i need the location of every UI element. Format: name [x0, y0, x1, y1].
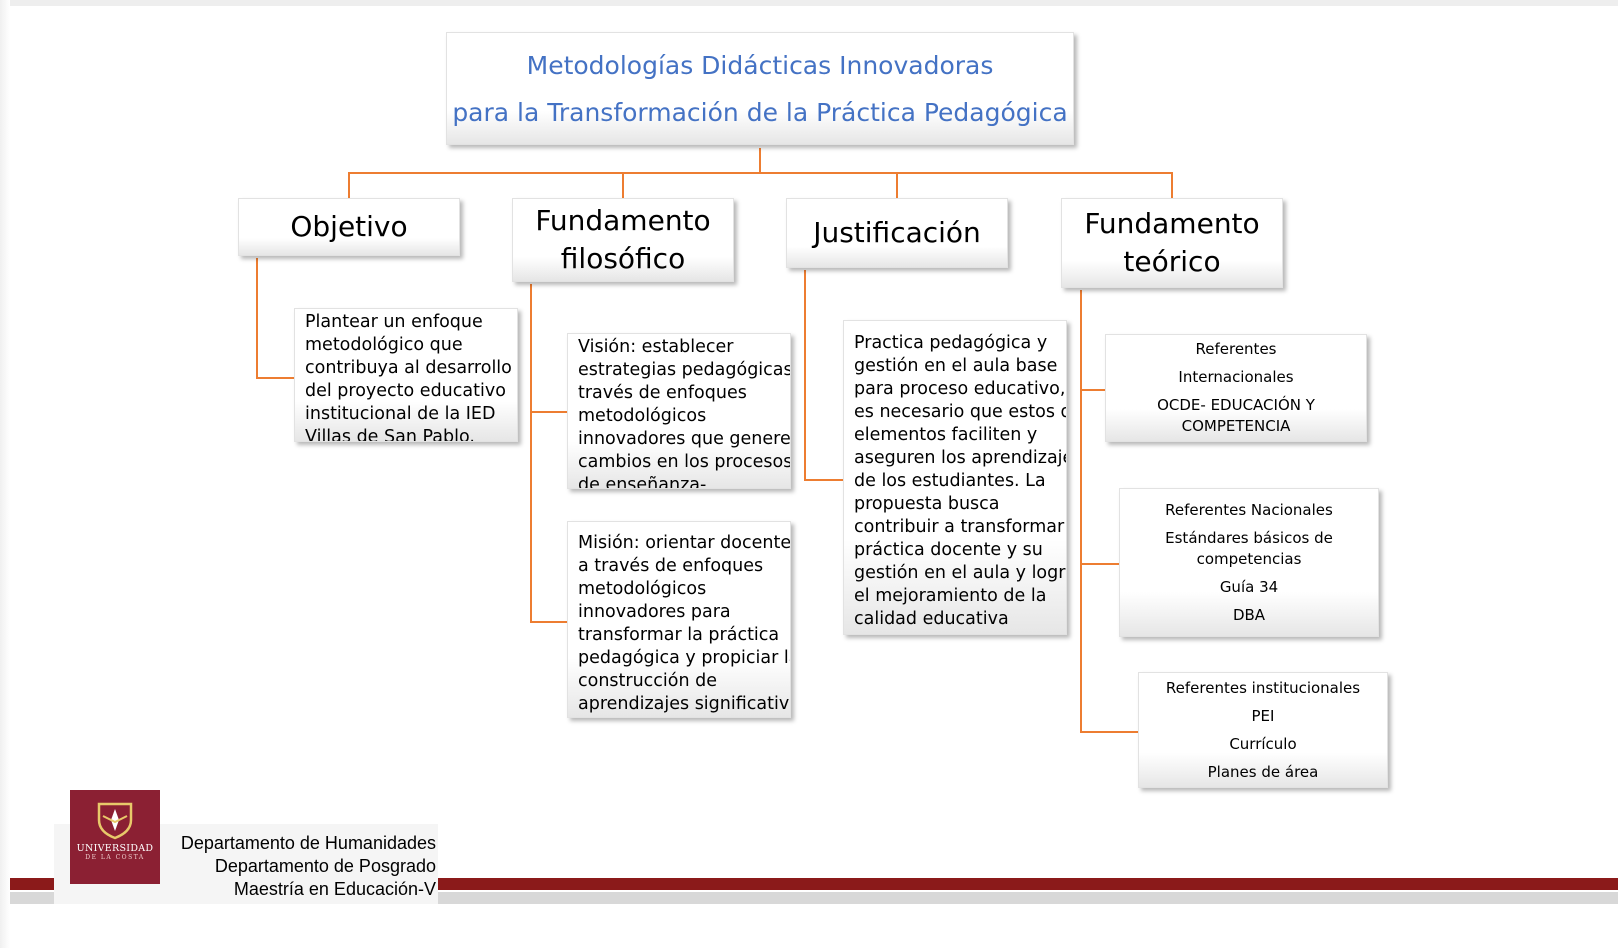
text-line: Internacionales	[1178, 368, 1294, 386]
heading-line: Objetivo	[290, 210, 408, 243]
text-line: Villas de San Pablo.	[305, 427, 475, 442]
text-line: DBA	[1232, 605, 1266, 624]
referentes-internacionales-box: Referentes Internacionales OCDE- EDUCACI…	[1105, 334, 1367, 442]
text-line: Estándares básicos de	[1165, 528, 1333, 547]
heading-line: Fundamento	[1084, 207, 1260, 240]
connector	[622, 172, 624, 198]
text-line: gestión en el aula y lograr	[854, 563, 1067, 583]
diagram-title: Metodologías Didácticas Innovadoras para…	[446, 32, 1074, 145]
text-line: Referentes institucionales	[1165, 678, 1361, 697]
logo-text: UNIVERSIDAD	[76, 843, 154, 854]
heading-fundamento-filosofico: Fundamento filosófico	[512, 198, 734, 282]
connector	[348, 172, 350, 198]
text-line: para proceso educativo,	[854, 379, 1066, 399]
text-line: COMPETENCIA	[1181, 417, 1291, 435]
department-info: Departamento de Humanidades Departamento…	[181, 832, 436, 901]
connector	[256, 377, 294, 379]
connector	[1080, 290, 1082, 733]
department-line: Departamento de Posgrado	[214, 856, 436, 876]
text-line: práctica docente y su	[854, 540, 1043, 560]
text-line: contribuir a transformar la	[854, 517, 1067, 537]
text-line: competencias	[1196, 549, 1302, 568]
top-border	[0, 0, 1618, 6]
text-line: Planes de área	[1207, 762, 1319, 781]
text-line: innovadores que generen	[578, 429, 791, 449]
title-line-2: para la Transformación de la Práctica Pe…	[452, 97, 1068, 127]
text-line: transformar la práctica	[578, 625, 780, 645]
text-line: metodológicos	[578, 579, 707, 599]
connector	[896, 172, 898, 198]
text-line: contribuya al desarrollo	[305, 358, 512, 378]
logo-subtext: DE LA COSTA	[85, 854, 145, 861]
text-line: PEI	[1251, 706, 1275, 725]
text-line: el mejoramiento de la	[854, 586, 1047, 606]
text-line: metodológico que	[305, 335, 463, 355]
text-line: calidad educativa	[854, 609, 1009, 629]
text-line: pedagógica y propiciar la	[578, 648, 791, 668]
heading-line: filosófico	[560, 242, 686, 275]
connector	[530, 621, 567, 623]
text-line: Plantear un enfoque	[305, 312, 483, 332]
text-line: Practica pedagógica y	[854, 333, 1048, 353]
department-line: Departamento de Humanidades	[180, 833, 436, 853]
text-line: Guía 34	[1219, 577, 1279, 596]
text-line: cambios en los procesos	[578, 452, 791, 472]
text-line: a través de enfoques	[578, 556, 764, 576]
text-line: gestión en el aula base	[854, 356, 1058, 376]
vision-text-box: Visión: establecer estrategias pedagógic…	[567, 333, 791, 489]
heading-justificacion: Justificación	[786, 198, 1008, 268]
text-line: Misión: orientar docentes	[578, 533, 791, 553]
heading-line: teórico	[1123, 245, 1221, 278]
shield-icon	[97, 802, 133, 840]
text-line: institucional de la IED	[305, 404, 496, 424]
text-line: es necesario que estos dos	[854, 402, 1066, 422]
left-border	[0, 0, 10, 948]
text-line: de los estudiantes. La	[854, 471, 1046, 491]
connector	[1080, 731, 1138, 733]
university-logo: UNIVERSIDAD DE LA COSTA	[70, 790, 160, 884]
connector	[1171, 172, 1173, 198]
text-line: propuesta busca	[854, 494, 1000, 514]
connector	[804, 270, 806, 481]
connector	[530, 284, 532, 623]
objetivo-text-box: Plantear un enfoque metodológico que con…	[294, 308, 518, 442]
text-line: construcción de	[578, 671, 718, 691]
justificacion-text-box: Practica pedagógica y gestión en el aula…	[843, 320, 1067, 635]
text-line: estrategias pedagógicas a	[578, 360, 791, 380]
heading-objetivo: Objetivo	[238, 198, 460, 256]
connector	[530, 411, 567, 413]
connector	[256, 258, 258, 379]
heading-fundamento-teorico: Fundamento teórico	[1061, 198, 1283, 288]
heading-line: Fundamento	[535, 204, 711, 237]
connector	[348, 172, 1173, 174]
text-line: de enseñanza-	[578, 475, 707, 489]
connector	[1080, 389, 1105, 391]
text-line: elementos faciliten y	[854, 425, 1038, 445]
text-line: Visión: establecer	[578, 337, 734, 357]
text-line: Currículo	[1229, 734, 1297, 753]
text-line: aseguren los aprendizajes	[854, 448, 1067, 468]
text-line: del proyecto educativo	[305, 381, 506, 401]
text-line: innovadores para	[578, 602, 731, 622]
text-line: Referentes	[1195, 340, 1277, 358]
text-line: aprendizajes significativos	[578, 694, 791, 714]
connector	[759, 148, 761, 174]
text-line: través de enfoques	[578, 383, 747, 403]
text-line: OCDE- EDUCACIÓN Y	[1157, 396, 1315, 414]
title-line-1: Metodologías Didácticas Innovadoras	[526, 50, 994, 80]
referentes-institucionales-box: Referentes institucionales PEI Currículo…	[1138, 672, 1388, 788]
department-line: Maestría en Educación-V	[233, 879, 436, 899]
text-line: metodológicos	[578, 406, 707, 426]
referentes-nacionales-box: Referentes Nacionales Estándares básicos…	[1119, 488, 1379, 637]
heading-line: Justificación	[813, 216, 981, 249]
mision-text-box: Misión: orientar docentes a través de en…	[567, 521, 791, 718]
connector	[1080, 563, 1120, 565]
text-line: Referentes Nacionales	[1165, 500, 1333, 519]
connector	[804, 479, 844, 481]
